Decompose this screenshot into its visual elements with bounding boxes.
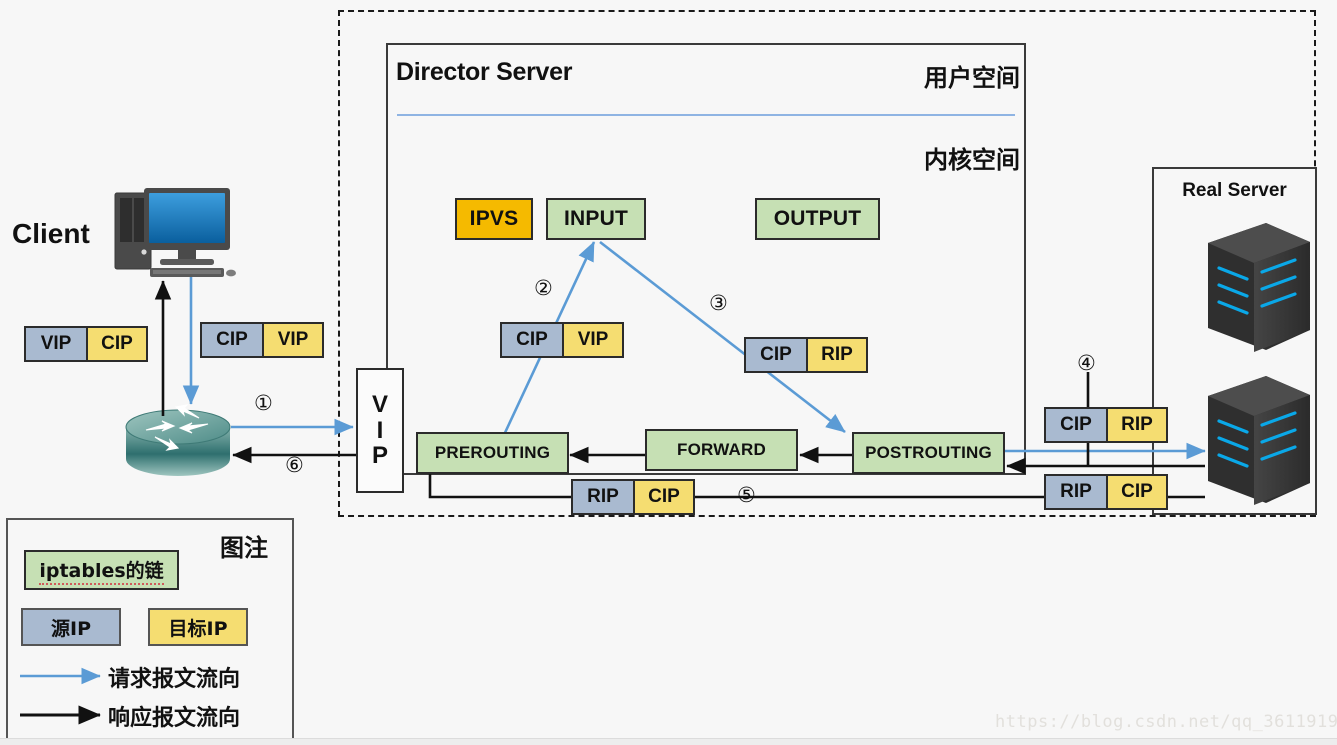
real-server-box: [1152, 167, 1317, 515]
packet-rip-cip-outbound: RIP CIP: [1044, 474, 1168, 510]
module-ipvs[interactable]: IPVS: [455, 198, 533, 240]
packet-dst: CIP: [1106, 476, 1166, 508]
step-marker-4: ④: [1077, 351, 1096, 375]
user-kernel-divider: [397, 114, 1015, 116]
step-marker-2: ②: [534, 276, 553, 300]
vip-letter-p: P: [371, 442, 388, 470]
user-space-label: 用户空间: [924, 64, 1020, 92]
packet-rip-cip-response: RIP CIP: [571, 479, 695, 515]
legend-chain-label: iptables的链: [39, 556, 164, 585]
packet-src: CIP: [1046, 409, 1106, 441]
vip-letter-v: V: [371, 390, 388, 418]
packet-src: VIP: [26, 328, 86, 360]
chain-postrouting[interactable]: POSTROUTING: [852, 432, 1005, 474]
packet-src: RIP: [1046, 476, 1106, 508]
client-label: Client: [12, 218, 90, 249]
kernel-space-label: 内核空间: [924, 146, 1020, 174]
user-space-label-wrap: 用户空间: [860, 58, 1020, 93]
packet-cip-vip-client: CIP VIP: [200, 322, 324, 358]
legend-dst-label: 目标IP: [168, 617, 228, 640]
packet-src: CIP: [502, 324, 562, 356]
packet-dst: VIP: [262, 324, 322, 356]
legend-dst-swatch: 目标IP: [148, 608, 248, 646]
chain-forward[interactable]: FORWARD: [645, 429, 798, 471]
step-marker-6: ⑥: [285, 453, 304, 477]
legend-chain-swatch: iptables的链: [24, 550, 179, 590]
packet-vip-cip: VIP CIP: [24, 326, 148, 362]
vip-gateway-box: V I P: [356, 368, 404, 493]
legend-src-swatch: 源IP: [21, 608, 121, 646]
legend-title-text: 图注: [220, 534, 268, 562]
packet-dst: RIP: [806, 339, 866, 371]
real-server-title: Real Server: [1182, 180, 1287, 201]
watermark: https://blog.csdn.net/qq_36119192: [995, 712, 1337, 732]
packet-dst: CIP: [86, 328, 146, 360]
bottom-strip: [0, 738, 1337, 745]
packet-cip-rip-inbound: CIP RIP: [1044, 407, 1168, 443]
packet-dst: VIP: [562, 324, 622, 356]
chain-output[interactable]: OUTPUT: [755, 198, 880, 240]
packet-src: RIP: [573, 481, 633, 513]
step-marker-1: ①: [254, 391, 273, 415]
director-server-box: [386, 43, 1026, 475]
packet-cip-rip-postrouting: CIP RIP: [744, 337, 868, 373]
desktop-computer-icon: [114, 188, 236, 277]
packet-src: CIP: [746, 339, 806, 371]
legend-src-label: 源IP: [51, 617, 91, 640]
packet-dst: RIP: [1106, 409, 1166, 441]
packet-dst: CIP: [633, 481, 693, 513]
packet-cip-vip-prerouting: CIP VIP: [500, 322, 624, 358]
router-icon: [125, 404, 231, 476]
director-server-title: Director Server: [396, 58, 573, 86]
packet-src: CIP: [202, 324, 262, 356]
step-marker-3: ③: [709, 291, 728, 315]
kernel-space-label-wrap: 内核空间: [860, 140, 1020, 175]
chain-input[interactable]: INPUT: [546, 198, 646, 240]
chain-prerouting[interactable]: PREROUTING: [416, 432, 569, 474]
step-marker-5: ⑤: [737, 483, 756, 507]
legend-request-flow-label: 请求报文流向: [108, 667, 241, 692]
vip-letter-i: I: [376, 416, 384, 444]
legend-response-flow-label: 响应报文流向: [108, 706, 241, 731]
legend-title: 图注: [6, 528, 284, 563]
